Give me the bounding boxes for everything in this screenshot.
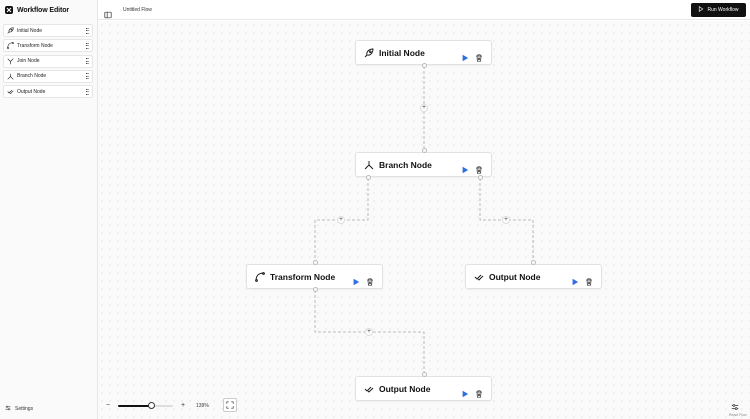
trash-icon[interactable] (366, 273, 374, 286)
play-icon[interactable] (571, 273, 579, 285)
play-icon[interactable] (461, 161, 469, 173)
rocket-icon (364, 47, 375, 58)
drag-handle-icon[interactable] (85, 73, 89, 80)
node-input-handle[interactable] (421, 372, 427, 377)
flow-canvas[interactable]: + + + + Initial Node Branch Node Transfo… (98, 21, 750, 419)
drag-handle-icon[interactable] (85, 27, 89, 34)
check-check-icon (474, 271, 485, 282)
node-input-handle[interactable] (312, 260, 318, 265)
trash-icon[interactable] (475, 385, 483, 398)
drag-handle-icon[interactable] (85, 42, 89, 49)
workflow-node-initial[interactable]: Initial Node (355, 40, 492, 65)
canvas-settings-button[interactable] (727, 400, 742, 413)
drag-handle-icon[interactable] (85, 58, 89, 65)
fit-view-button[interactable] (223, 398, 237, 412)
play-outline-icon (698, 6, 704, 14)
node-input-handle[interactable] (530, 260, 536, 265)
split-icon (7, 72, 15, 80)
run-workflow-button[interactable]: Run Workflow (691, 3, 746, 17)
node-palette: Initial Node Transform Node Join Node Br… (3, 24, 93, 100)
trash-icon[interactable] (585, 273, 593, 286)
sidebar-toggle-icon[interactable] (104, 6, 112, 19)
zoom-slider[interactable] (118, 401, 173, 411)
add-node-button[interactable]: + (365, 328, 373, 336)
fullscreen-icon (226, 396, 234, 414)
zoom-out-button[interactable]: − (105, 402, 111, 409)
rocket-icon (7, 27, 15, 35)
play-icon[interactable] (461, 49, 469, 61)
app-title: Workflow Editor (17, 6, 70, 14)
check-check-icon (7, 88, 15, 96)
sidebar: Workflow Editor Initial Node Transform N… (0, 0, 98, 419)
node-output-handle[interactable] (312, 287, 318, 292)
add-node-button[interactable]: + (420, 104, 428, 112)
node-label: Branch Node (379, 159, 432, 170)
play-icon[interactable] (352, 273, 360, 285)
curve-icon (7, 42, 15, 50)
drag-handle-icon[interactable] (85, 88, 89, 95)
split-icon (364, 159, 375, 170)
workflow-node-transform[interactable]: Transform Node (246, 264, 383, 289)
sliders-icon (731, 398, 739, 416)
curve-icon (255, 271, 266, 282)
zoom-controls: − + 139% (103, 397, 243, 414)
sidebar-item-label: Join Node (17, 58, 40, 65)
workflow-node-branch[interactable]: Branch Node (355, 152, 492, 177)
sidebar-item-transform-node[interactable]: Transform Node (3, 39, 93, 53)
check-check-icon (364, 383, 375, 394)
node-label: Initial Node (379, 47, 425, 58)
play-icon[interactable] (461, 385, 469, 397)
workflow-logo-icon (5, 6, 13, 14)
flow-title[interactable]: Untitled Flow (123, 7, 152, 13)
workflow-node-output-bottom[interactable]: Output Node (355, 376, 492, 401)
zoom-slider-fill (118, 404, 151, 407)
sidebar-item-initial-node[interactable]: Initial Node (3, 24, 93, 37)
settings-icon (5, 405, 11, 413)
sidebar-item-label: Branch Node (17, 73, 47, 80)
sidebar-item-branch-node[interactable]: Branch Node (3, 69, 93, 83)
zoom-level: 139% (196, 402, 209, 409)
edge-branch-transform (314, 178, 369, 262)
edges-layer (314, 66, 534, 374)
sidebar-item-label: Transform Node (17, 42, 53, 49)
brand: Workflow Editor (5, 5, 69, 15)
sidebar-item-join-node[interactable]: Join Node (3, 54, 93, 68)
merge-icon (7, 57, 15, 65)
zoom-in-button[interactable]: + (180, 402, 186, 409)
settings-label: Settings (15, 406, 34, 412)
node-output-handle[interactable] (477, 175, 483, 180)
run-workflow-label: Run Workflow (707, 7, 739, 13)
node-label: Transform Node (270, 271, 336, 282)
add-node-button[interactable]: + (337, 216, 345, 224)
node-label: Output Node (379, 383, 431, 394)
node-input-handle[interactable] (421, 148, 427, 153)
workflow-node-output-right[interactable]: Output Node (465, 264, 602, 289)
node-label: Output Node (489, 271, 541, 282)
attribution-link[interactable]: React Flow (729, 413, 747, 417)
settings-link[interactable]: Settings (5, 405, 33, 413)
sidebar-item-label: Output Node (17, 88, 46, 95)
trash-icon[interactable] (475, 161, 483, 174)
topbar: Untitled Flow Run Workflow (98, 0, 750, 20)
edge-branch-output (479, 178, 534, 262)
zoom-slider-thumb[interactable] (147, 402, 155, 409)
sidebar-item-output-node[interactable]: Output Node (3, 85, 93, 99)
node-output-handle[interactable] (421, 63, 427, 68)
node-output-handle[interactable] (365, 175, 371, 180)
trash-icon[interactable] (475, 49, 483, 62)
add-node-button[interactable]: + (502, 216, 510, 224)
sidebar-item-label: Initial Node (17, 27, 43, 34)
